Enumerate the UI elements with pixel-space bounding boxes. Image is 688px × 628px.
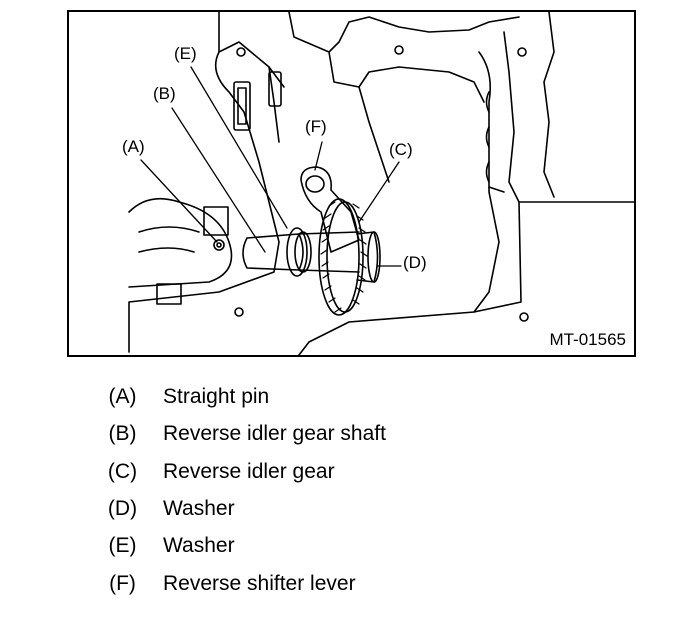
callout-f: (F) [305,117,327,136]
shifter-lever [300,166,360,253]
figure-id: MT-01565 [549,330,626,349]
legend-code: (A) [108,385,137,408]
straight-pin [213,239,225,251]
idler-shaft [242,233,304,271]
legend-text: Reverse idler gear [163,460,335,483]
hole-right [519,312,529,322]
legend-code: (B) [108,422,137,445]
hole-top-left [236,47,246,57]
legend-text: Straight pin [163,385,270,408]
callout-c: (C) [389,140,413,159]
diagram-figure: (A) (B) (E) (F) (C) (D) MT-01565 [67,10,636,357]
callout-a: (A) [122,137,145,156]
callout-d: (D) [403,253,427,272]
slot-1 [233,81,251,131]
legend-text: Reverse shifter lever [163,572,356,595]
idler-gear [318,198,360,316]
leader-lines [140,66,402,267]
gear-teeth [320,201,368,313]
legend-code: (C) [107,460,138,483]
transmission-drawing [128,12,634,355]
callout-b: (B) [153,84,176,103]
legend-text: Washer [163,497,235,520]
legend-code: (E) [108,534,137,557]
legend-text: Washer [163,534,235,557]
legend-code: (D) [107,497,138,520]
case-outline [128,12,280,353]
callout-e: (E) [174,44,197,63]
legend-code: (F) [109,572,136,595]
washer-e [286,227,308,277]
hole-bottom-left [234,307,244,317]
hole-top-right [517,47,527,57]
legend-text: Reverse idler gear shaft [163,422,386,445]
